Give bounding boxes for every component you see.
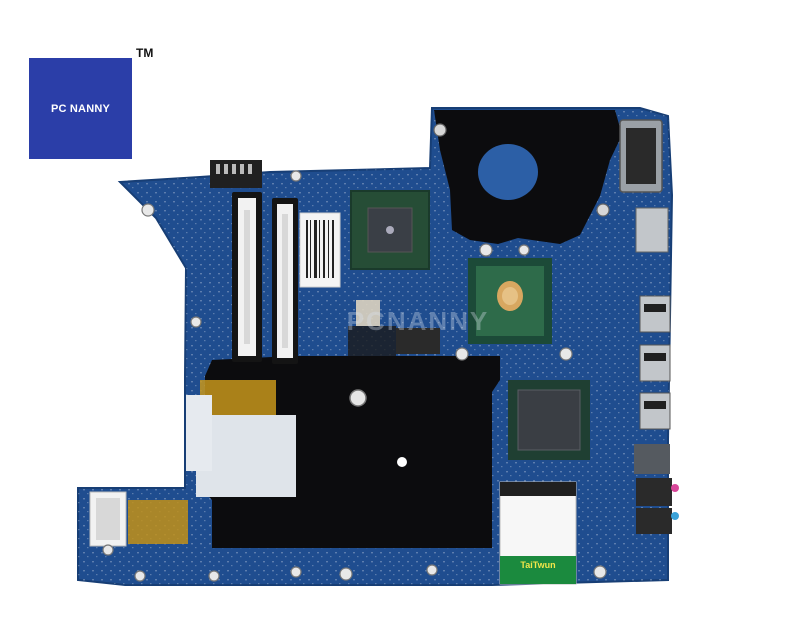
chipset [508, 380, 590, 460]
thermal-sticker [356, 300, 380, 326]
trademark-symbol: TM [136, 46, 154, 60]
wifi-card-label: TaiTwun [520, 560, 555, 570]
fabric-tape [196, 415, 296, 497]
watermark-text: PCNANNY [347, 306, 490, 336]
brand-logo: PC NANNY [29, 58, 132, 159]
mounting-holes [102, 170, 607, 582]
gpu-chip [350, 190, 430, 270]
heat-shield [205, 356, 500, 548]
brand-logo-text: PC NANNY [50, 102, 111, 115]
kapton-tape [200, 380, 276, 420]
cpu-socket [468, 258, 552, 344]
serial-sticker [299, 212, 341, 288]
ram-slots [232, 192, 298, 364]
small-chip [396, 328, 440, 354]
wifi-card: TaiTwun [499, 481, 577, 585]
io-ports [619, 119, 679, 534]
